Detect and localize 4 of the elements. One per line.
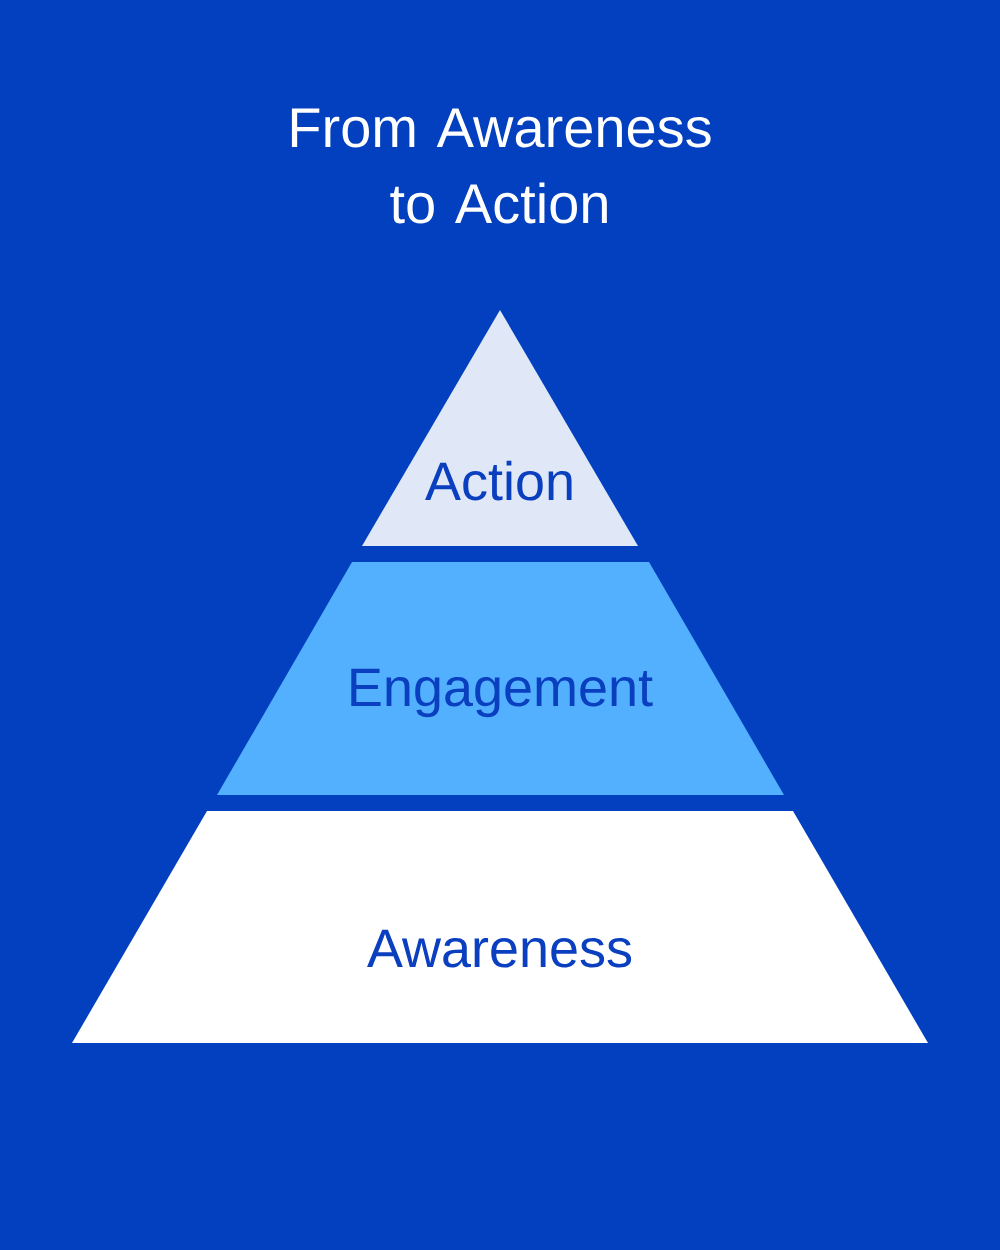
pyramid-tier: Action [362, 310, 638, 546]
pyramid-tier: Awareness [72, 811, 928, 1043]
title: From Awareness to Action [291, 108, 711, 224]
pyramid-tier: Engagement [217, 562, 784, 795]
